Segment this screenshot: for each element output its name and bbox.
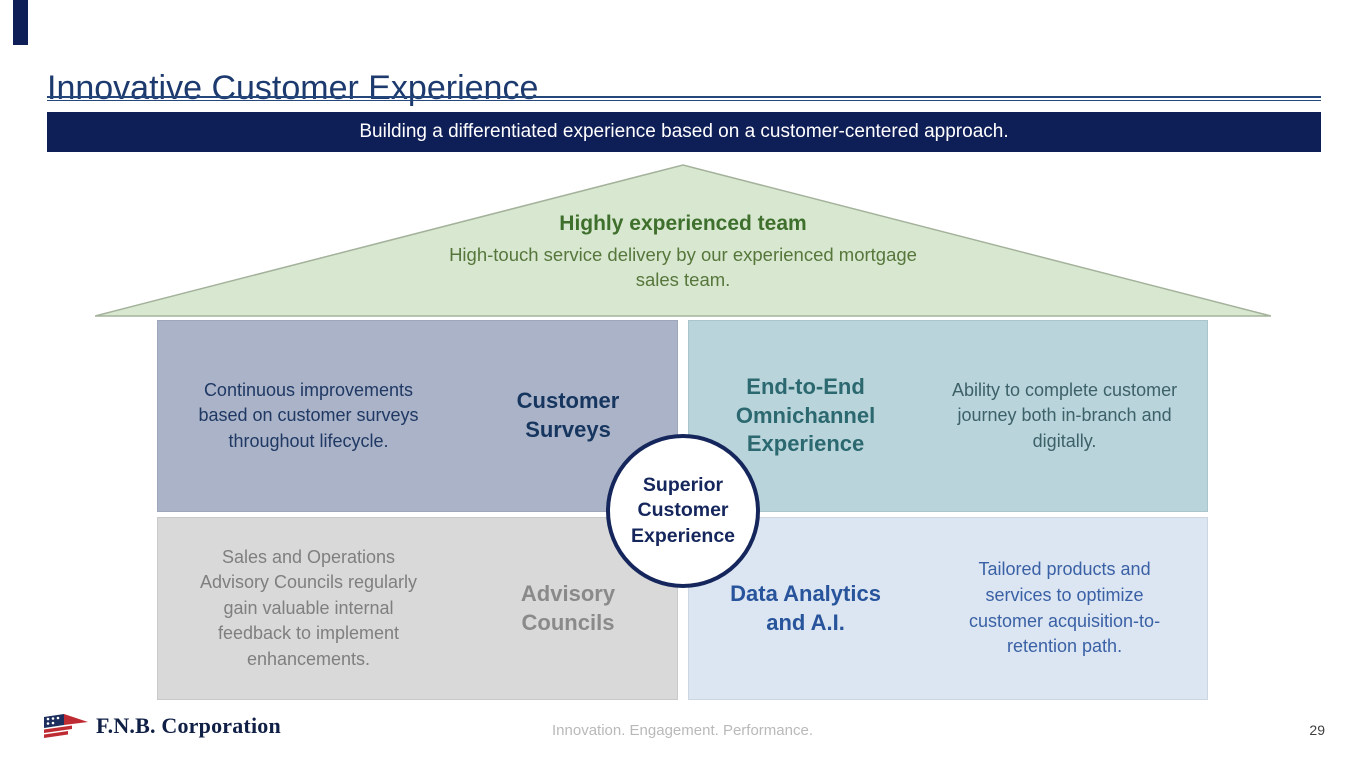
customer-surveys-label: Customer Surveys [516,388,620,442]
customer-surveys-desc: Continuous improvements based on custome… [198,379,419,451]
superior-customer-experience-label: Superior Customer Experience [630,473,736,547]
footer-tagline: Innovation. Engagement. Performance. [552,722,813,739]
advisory-councils-desc: Sales and Operations Advisory Councils r… [199,546,418,669]
roof-heading: Highly experienced team [559,212,807,235]
roof-body-text: High-touch service delivery by our exper… [449,244,917,290]
title-divider [47,96,1321,101]
page-title: Innovative Customer Experience [47,68,539,107]
data-analytics-desc-cell: Tailored products and services to optimi… [922,557,1207,659]
omnichannel-label: End-to-End Omnichannel Experience [735,374,876,457]
quadrant-customer-surveys: Continuous improvements based on custome… [157,320,678,512]
superior-customer-experience-badge: Superior Customer Experience [606,434,760,588]
house-roof-shape [95,164,1271,317]
fnb-logo: F.N.B. Corporation [42,712,281,740]
data-analytics-desc: Tailored products and services to optimi… [968,559,1161,657]
fnb-flag-icon [44,714,88,738]
data-analytics-label-cell: Data Analytics and A.I. [689,580,922,637]
page-number: 29 [1309,722,1325,738]
omnichannel-desc: Ability to complete customer journey bot… [951,379,1178,451]
subtitle-banner: Building a differentiated experience bas… [47,112,1321,152]
advisory-councils-label: Advisory Councils [520,580,616,635]
quadrant-data-analytics: Data Analytics and A.I. Tailored product… [688,517,1208,700]
roof-text-block: Highly experienced team High-touch servi… [383,212,983,293]
quadrant-omnichannel: End-to-End Omnichannel Experience Abilit… [688,320,1208,512]
quadrant-advisory-councils: Sales and Operations Advisory Councils r… [157,517,678,700]
subtitle-banner-text: Building a differentiated experience bas… [359,121,1009,142]
customer-surveys-label-cell: Customer Surveys [459,387,677,444]
data-analytics-label: Data Analytics and A.I. [730,580,881,635]
corner-accent [13,0,28,45]
advisory-councils-desc-cell: Sales and Operations Advisory Councils r… [158,545,459,673]
advisory-councils-label-cell: Advisory Councils [459,580,677,637]
fnb-logo-text: F.N.B. Corporation [96,713,281,738]
omnichannel-label-cell: End-to-End Omnichannel Experience [689,373,922,459]
customer-surveys-desc-cell: Continuous improvements based on custome… [158,378,459,455]
omnichannel-desc-cell: Ability to complete customer journey bot… [922,378,1207,455]
